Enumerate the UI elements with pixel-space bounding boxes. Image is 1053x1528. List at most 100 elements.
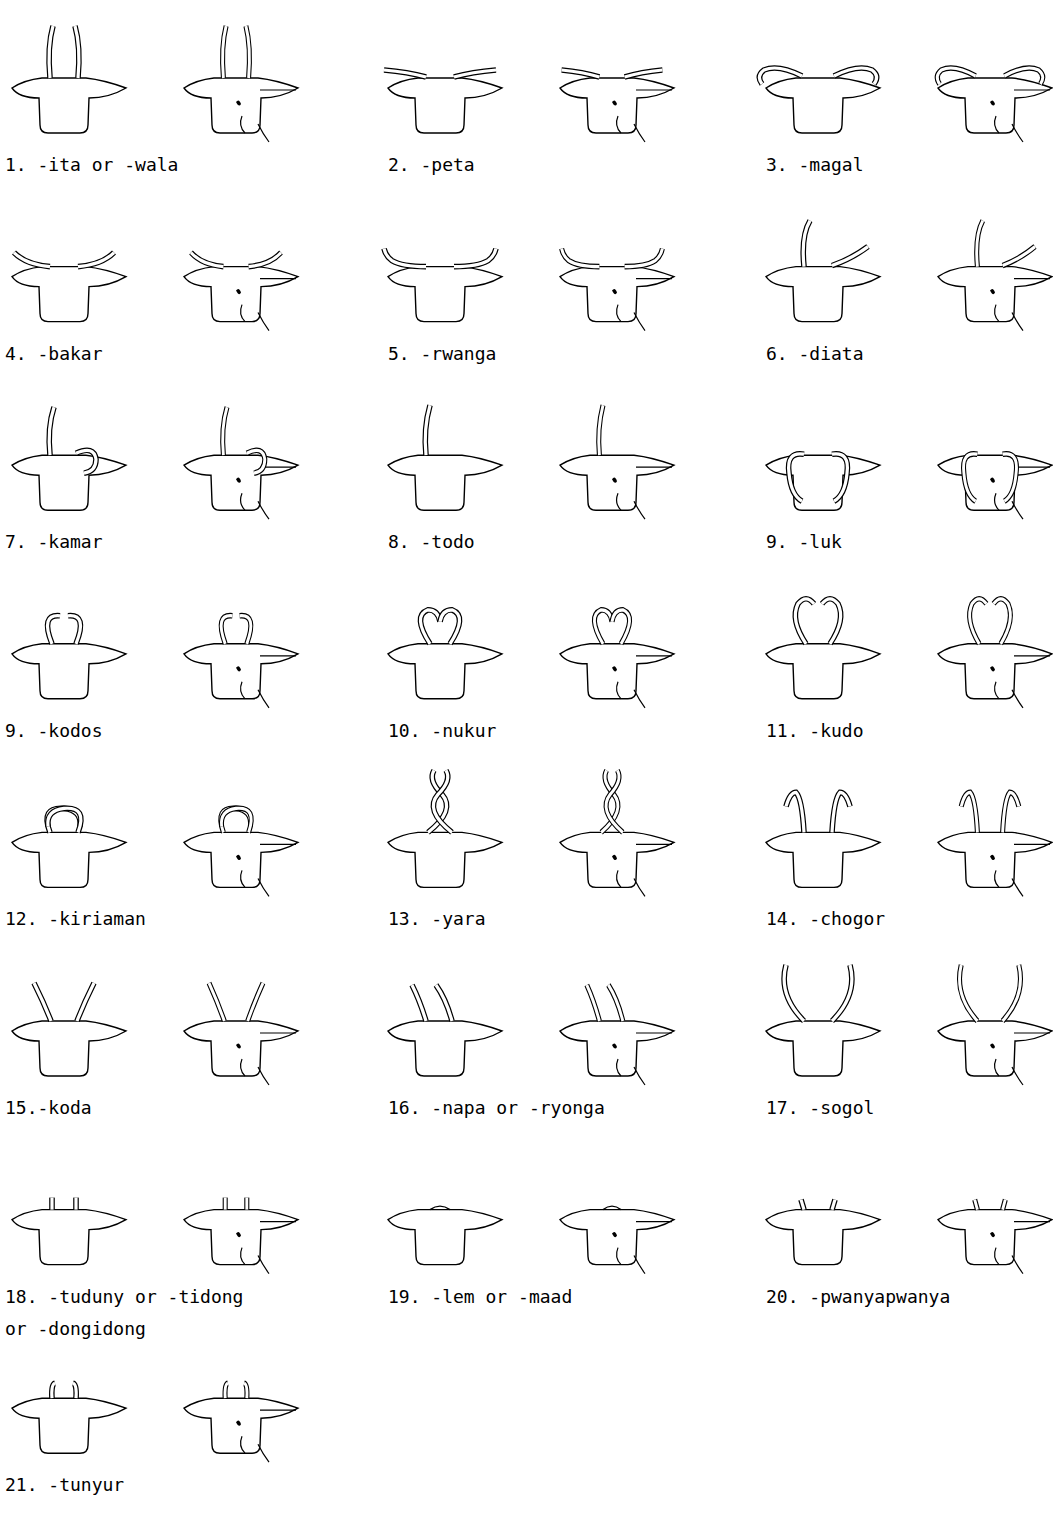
horns [47, 808, 81, 832]
neck-line [634, 878, 645, 896]
horn-outline [440, 610, 460, 644]
horn-fill [246, 26, 250, 78]
horn-fill [68, 616, 81, 644]
cow-head-front [384, 249, 502, 322]
ear-line [636, 89, 672, 90]
type-label: 2. -peta [388, 149, 758, 181]
horn-pair-side [425, 405, 430, 455]
horn-outline [606, 770, 623, 832]
horn-outline [594, 610, 612, 644]
neck-line [1012, 1067, 1023, 1085]
type-label: 7. -kamar [5, 526, 375, 558]
horns [960, 965, 1021, 1021]
horn-pair-side [822, 599, 841, 644]
horn-outline [76, 450, 96, 473]
jaw-line [241, 493, 245, 510]
jaw-line [617, 682, 621, 699]
horn-pair-side [223, 407, 265, 473]
horn-fill [73, 1383, 76, 1398]
ear-line [636, 844, 672, 845]
horn-pair-side [606, 770, 623, 832]
head-outline [12, 267, 126, 322]
horn-outline [436, 985, 452, 1021]
horn-fill [1003, 454, 1017, 501]
eye [990, 1043, 995, 1048]
horn-pair-side [223, 26, 227, 78]
horn-outline [221, 808, 251, 832]
horn-outline [384, 70, 426, 77]
type-label: 8. -todo [388, 526, 758, 558]
horns [795, 599, 840, 644]
cow-head-side [560, 985, 674, 1085]
horn-pair-side [937, 68, 975, 84]
cow-head-front [766, 221, 880, 322]
horn-outline [975, 1200, 978, 1210]
horn-fill [1003, 965, 1021, 1021]
horns [789, 454, 848, 501]
head-outline [388, 455, 502, 510]
neck-line [258, 124, 269, 142]
horns [786, 792, 850, 832]
horn-fill [225, 1383, 228, 1398]
ear-line [636, 1221, 672, 1222]
horn-outline [937, 68, 975, 84]
horn-fill [970, 599, 987, 644]
horn-fill [832, 965, 852, 1021]
type-label: 12. -kiriaman [5, 903, 375, 935]
ear-line [1014, 278, 1050, 279]
head-outline [388, 267, 502, 322]
horns [384, 70, 496, 77]
horn-pair-side [191, 253, 223, 267]
cow-head-side [184, 407, 298, 519]
horn-fill [247, 450, 265, 473]
horn-pair-side [994, 599, 1011, 644]
jaw-line [241, 1059, 245, 1076]
type-label: 13. -yara [388, 903, 758, 935]
head-outline [560, 267, 674, 322]
type-label: 16. -napa or -ryonga [388, 1092, 758, 1124]
horns [223, 407, 265, 473]
horn-outline [1003, 965, 1021, 1021]
horn-outline [14, 253, 50, 267]
horn-pair-side [795, 599, 814, 644]
horn-pair-side [221, 616, 232, 644]
horn-outline [249, 253, 281, 267]
head-outline [938, 455, 1052, 510]
horn-outline [801, 1200, 804, 1210]
horn-fill [223, 26, 227, 78]
eye [612, 100, 617, 105]
neck-line [258, 1444, 269, 1462]
head-outline [560, 1210, 674, 1265]
horn-fill [937, 68, 975, 84]
horn-outline [784, 965, 804, 1021]
neck-line [634, 313, 645, 331]
horn-fill [425, 405, 430, 455]
neck-line [634, 124, 645, 142]
head-outline [938, 78, 1052, 133]
horns [412, 985, 452, 1021]
jaw-line [617, 870, 621, 887]
horn-pair-side [784, 965, 804, 1021]
horn-pair-side [961, 792, 977, 832]
horn-outline [454, 70, 496, 77]
cow-head-side [937, 68, 1052, 142]
horn-pair-side [244, 1383, 247, 1398]
horn-fill [625, 70, 663, 77]
head-outline [766, 455, 880, 510]
horn-pair-side [612, 610, 630, 644]
neck-line [634, 501, 645, 519]
jaw-line [241, 1248, 245, 1265]
head-outline [184, 644, 298, 699]
head-outline [12, 455, 126, 510]
ear-line [1014, 655, 1050, 656]
jaw-line [241, 682, 245, 699]
horn-outline [961, 792, 977, 832]
eye [990, 1232, 995, 1237]
cow-head-side [938, 599, 1052, 708]
horn-pair-side [246, 1198, 247, 1210]
head-outline [938, 644, 1052, 699]
horn-pair-side [221, 808, 251, 832]
horn-pair-side [1003, 454, 1017, 501]
horn-fill [245, 1198, 248, 1210]
eye [612, 666, 617, 671]
